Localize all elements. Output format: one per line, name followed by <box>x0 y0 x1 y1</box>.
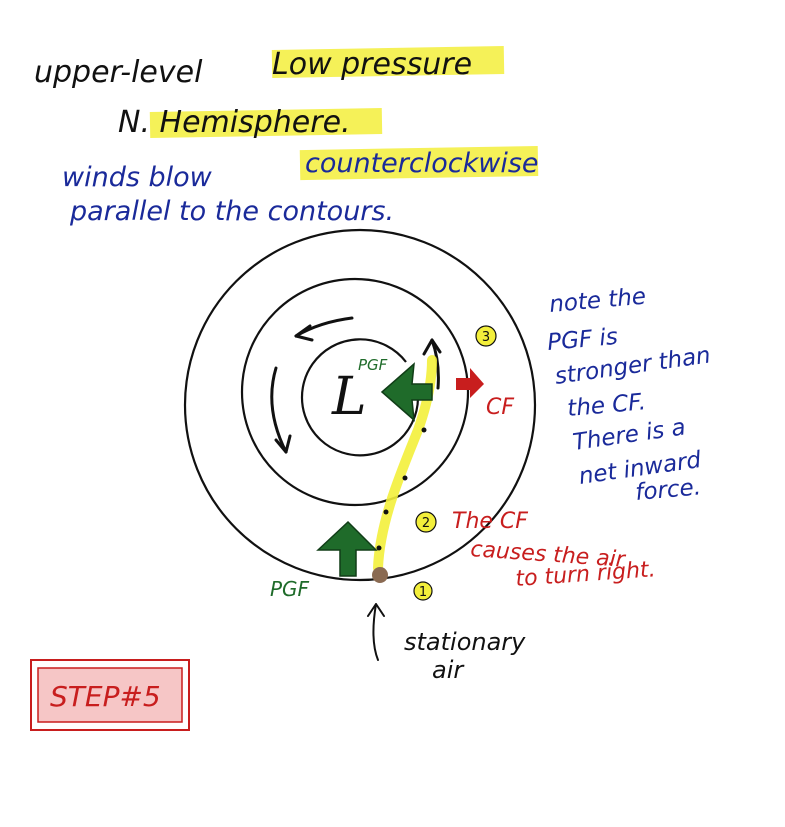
middle-contour <box>240 277 470 507</box>
title-low-pressure: Low pressure <box>272 47 472 82</box>
description-line1-b: counterclockwise <box>305 148 539 179</box>
pgf-label-outer: PGF <box>270 577 310 601</box>
note-line-1: note the <box>548 284 647 318</box>
note-line-7: force. <box>634 474 702 506</box>
note-line-4: the CF. <box>566 389 647 422</box>
marker-3-label: 3 <box>482 330 490 345</box>
marker-2-label: 2 <box>422 516 430 531</box>
net-force-note: note the PGF is stronger than the CF. Th… <box>546 284 712 506</box>
inner-contour <box>300 338 420 457</box>
highlight-hemisphere <box>149 107 383 139</box>
cf-turn-note: The CF causes the air to turn right. <box>452 509 656 592</box>
title-upper-level: upper-level <box>34 55 203 90</box>
title-hemisphere: N. Hemisphere. <box>118 105 351 140</box>
parcel-positions <box>376 427 427 551</box>
highlight-counterclockwise <box>299 145 539 181</box>
counterclockwise-arrows <box>270 316 442 454</box>
note-line-2: PGF is <box>546 324 619 356</box>
step-label: STEP#5 <box>50 680 161 713</box>
marker-3: 3 <box>475 325 497 347</box>
step-box-outer <box>30 659 190 731</box>
outer-contour <box>183 228 537 582</box>
stationary-air-parcel <box>372 567 388 583</box>
low-center-label: L <box>331 367 367 427</box>
stationary-label-line2: air <box>432 656 465 684</box>
cf-arrow <box>456 368 484 398</box>
wind-arrow-left <box>270 366 288 454</box>
pgf-label-inner: PGF <box>358 356 388 374</box>
note-line-5: There is a <box>571 414 687 456</box>
stationary-arrow <box>367 603 385 661</box>
marker-1: 1 <box>413 581 433 601</box>
wind-arrow-top <box>294 316 354 338</box>
step-box-inner <box>37 667 183 723</box>
wind-arrow-right-head <box>422 338 442 356</box>
description-line2: parallel to the contours. <box>69 196 394 227</box>
parcel-path <box>373 355 437 573</box>
description-line1-a: winds blow <box>62 162 213 193</box>
cf-label: CF <box>486 395 514 420</box>
wind-arrow-top-head <box>294 324 314 342</box>
pgf-arrow-inner <box>380 362 433 422</box>
stationary-label-line1: stationary <box>404 628 526 656</box>
cf-note-line-1: The CF <box>452 509 528 534</box>
marker-1-label: 1 <box>419 585 427 600</box>
wind-arrow-left-head <box>274 434 292 454</box>
highlight-low-pressure <box>271 45 505 79</box>
pgf-arrow-outer <box>316 520 378 577</box>
marker-2: 2 <box>415 511 437 533</box>
